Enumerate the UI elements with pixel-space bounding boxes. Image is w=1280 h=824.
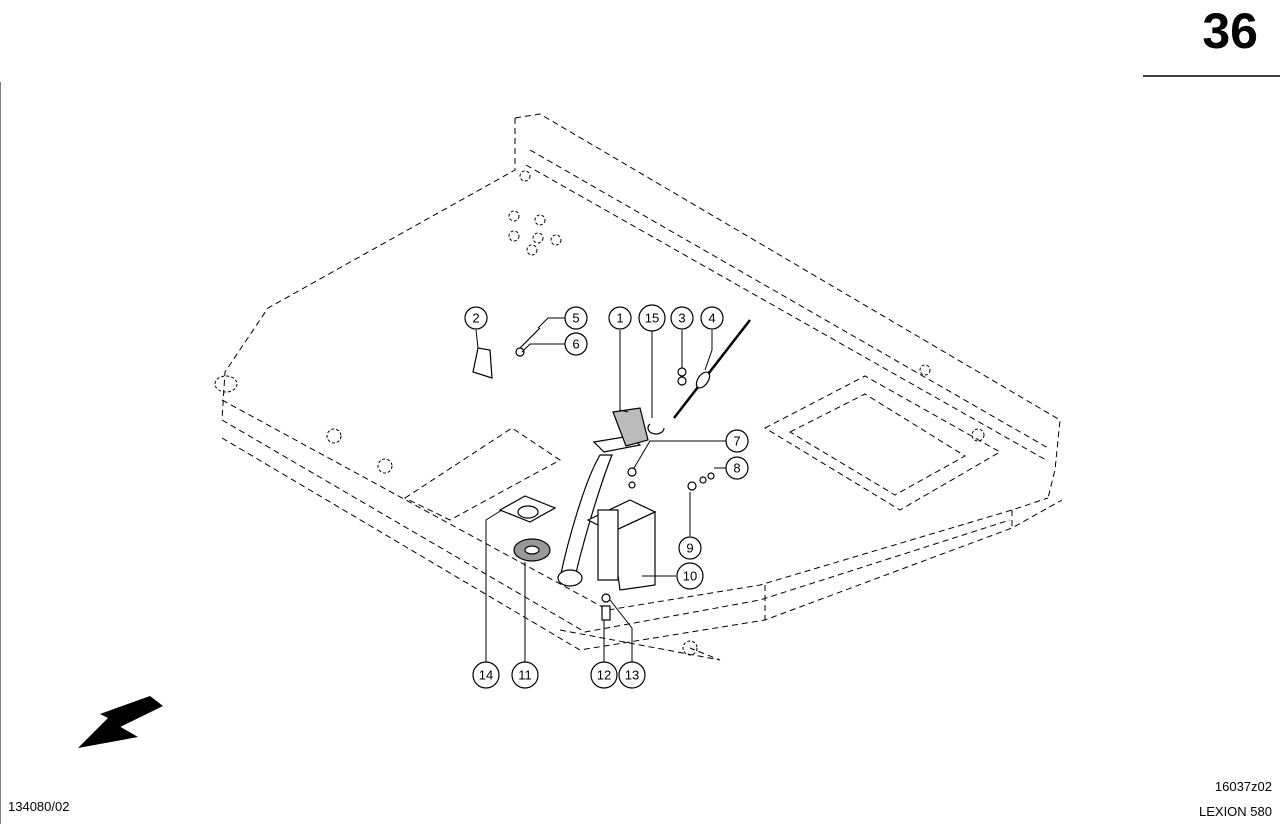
callout-label-12: 12 [597, 668, 611, 683]
callout-label-4: 4 [708, 311, 715, 326]
callout-label-2: 2 [472, 311, 479, 326]
leader-lines [475, 317, 726, 662]
callout-label-8: 8 [733, 461, 740, 476]
callout-labels: 1 2 3 4 5 6 7 8 9 10 11 12 13 14 15 [472, 311, 740, 683]
callout-1 [608, 306, 632, 330]
screw-part [601, 605, 611, 621]
callout-5 [564, 306, 588, 330]
cab-floor-outline [221, 113, 1063, 661]
drawing-code: 16037z02 [1214, 779, 1272, 794]
model-name: LEXION 580 [1199, 804, 1272, 819]
callout-label-6: 6 [572, 337, 579, 352]
callout-7 [725, 429, 749, 453]
callout-label-15: 15 [645, 311, 659, 326]
callout-label-5: 5 [572, 311, 579, 326]
direction-arrow-icon [78, 696, 163, 748]
bracket-part [472, 347, 493, 379]
callout-6 [564, 332, 588, 356]
doc-number: 134080/02 [8, 799, 70, 814]
page-number: 36 [1202, 3, 1258, 59]
callout-label-10: 10 [683, 569, 697, 584]
callout-2 [464, 306, 488, 330]
callouts [464, 304, 749, 689]
brake-pedal [557, 407, 657, 591]
callout-11 [511, 661, 539, 689]
callout-8 [725, 456, 749, 480]
callout-15 [638, 304, 666, 332]
callout-3 [670, 306, 694, 330]
bolt-part [517, 327, 541, 351]
floor-holes [214, 170, 985, 656]
callout-label-11: 11 [518, 668, 532, 683]
callout-label-9: 9 [686, 541, 693, 556]
callout-label-7: 7 [733, 434, 740, 449]
callout-13 [618, 661, 646, 689]
pedal-parts [472, 319, 751, 621]
callout-label-1: 1 [616, 311, 623, 326]
callout-label-14: 14 [479, 668, 493, 683]
clip-part [647, 423, 665, 435]
callout-12 [590, 661, 618, 689]
callout-4 [700, 306, 724, 330]
cable-part [673, 319, 751, 419]
callout-label-3: 3 [678, 311, 685, 326]
callout-14 [472, 661, 500, 689]
callout-10 [676, 562, 704, 590]
callout-9 [678, 536, 702, 560]
callout-label-13: 13 [625, 668, 639, 683]
